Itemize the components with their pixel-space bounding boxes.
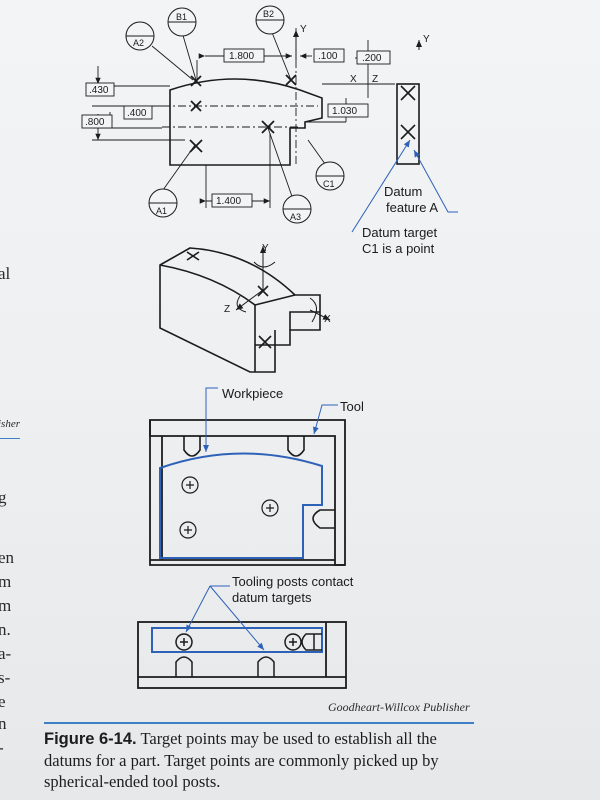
tool-label: Tool xyxy=(340,399,364,414)
iso-axis-z: Z xyxy=(224,304,230,315)
fixture-leaders xyxy=(203,387,338,452)
axis-z-label: Z xyxy=(372,74,378,85)
datum-target-c1-line1: Datum target xyxy=(362,225,438,240)
caption-label: Figure 6-14. xyxy=(44,730,137,748)
side-tool-posts xyxy=(175,633,322,677)
margin-text: n xyxy=(0,714,7,733)
bubble-a2: A2 xyxy=(133,38,144,48)
datum-target-c1-line2: C1 is a point xyxy=(362,241,435,256)
dim-800: .800 xyxy=(85,117,105,128)
isometric-part xyxy=(159,247,321,373)
centerlines xyxy=(162,28,318,165)
dim-200: .200 xyxy=(362,53,382,64)
axis-arrows xyxy=(293,30,422,85)
datum-feature-a-line2: feature A xyxy=(386,200,438,215)
target-bubbles xyxy=(125,5,345,224)
margin-text: n. xyxy=(0,620,11,639)
fixture-side-frame xyxy=(137,621,347,689)
workpiece-outline xyxy=(159,452,323,559)
margin-text: a- xyxy=(0,644,12,663)
datum-feature-leaders xyxy=(351,139,458,233)
tooling-posts-line1: Tooling posts contact xyxy=(232,574,354,589)
margin-text: m xyxy=(0,572,12,591)
datum-target-marks xyxy=(189,74,297,153)
margin-text: e xyxy=(0,692,6,711)
margin-text: - xyxy=(0,738,4,758)
caption-text: Target points may be used to establish a… xyxy=(44,729,439,791)
bubble-a3: A3 xyxy=(290,212,301,222)
margin-text: en xyxy=(0,548,15,567)
margin-text: m xyxy=(0,596,12,615)
tooling-posts-line2: datum targets xyxy=(232,590,312,605)
isometric-targets xyxy=(186,251,272,349)
bubble-b2: B2 xyxy=(263,9,274,19)
tooling-leaders xyxy=(185,585,265,651)
fixture-frame xyxy=(149,419,346,566)
publisher-credit: Goodheart-Willcox Publisher xyxy=(328,700,470,714)
dim-430: .430 xyxy=(89,85,109,96)
tool-posts xyxy=(183,436,335,529)
iso-axis-y: Y xyxy=(262,243,269,254)
margin-text: al xyxy=(0,264,11,283)
workpiece-side xyxy=(151,627,323,653)
bubble-c1: C1 xyxy=(323,179,335,189)
bubble-a1: A1 xyxy=(156,206,167,216)
dim-boxes xyxy=(81,48,391,208)
dim-100: .100 xyxy=(318,51,338,62)
dim-1800: 1.800 xyxy=(229,51,254,62)
margin-rule xyxy=(0,438,20,439)
caption-rule xyxy=(44,722,474,724)
isometric-axes xyxy=(235,246,331,323)
figure-caption: Figure 6-14. Target points may be used t… xyxy=(44,728,464,792)
dim-1400: 1.400 xyxy=(216,196,241,207)
margin-text: s- xyxy=(0,668,11,687)
side-view-part xyxy=(396,83,420,165)
bubble-b1: B1 xyxy=(176,12,187,22)
iso-axis-x: X xyxy=(324,314,331,325)
datum-feature-a-line1: Datum xyxy=(384,184,422,199)
tooling-holes xyxy=(179,476,279,539)
workpiece-label: Workpiece xyxy=(222,386,283,401)
dim-1030: 1.030 xyxy=(332,106,357,117)
figure-drawing: 1.800 .100 .200 .430 .400 .800 1.030 1.4… xyxy=(81,5,458,689)
axis-x-label: X xyxy=(350,74,357,85)
margin-text: isher xyxy=(0,418,20,430)
dim-400: .400 xyxy=(127,108,147,119)
axis-y2-label: Y xyxy=(423,34,430,45)
front-view-part xyxy=(169,78,323,166)
margin-text: g xyxy=(0,488,7,507)
axis-y-label: Y xyxy=(300,24,307,35)
